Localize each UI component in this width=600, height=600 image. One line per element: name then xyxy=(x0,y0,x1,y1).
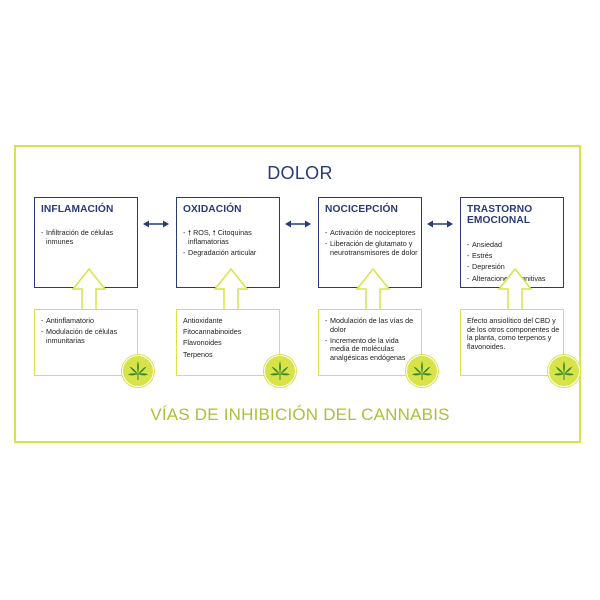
mechanism-effect-item: Depresión xyxy=(467,263,560,272)
mechanism-heading: TRASTORNO EMOCIONAL xyxy=(467,204,533,226)
mechanism-effect-item: Liberación de glutamato y neurotransmiso… xyxy=(325,239,418,257)
inhibition-item: Efecto ansiolítico del CBD y de los otro… xyxy=(467,316,560,351)
mechanism-heading: OXIDACIÓN xyxy=(183,204,242,215)
mechanism-effect-item: 🠕 ROS, 🠕 Citoquinas inflamatorias xyxy=(183,228,276,246)
mechanism-effect-item: Estrés xyxy=(467,252,560,261)
inhibition-item: Antioxidante xyxy=(183,316,223,325)
hollow-up-arrow-icon xyxy=(355,268,391,313)
inhibition-item: Incremento de la vida media de moléculas… xyxy=(325,336,418,363)
inhibition-item: Terpenos xyxy=(183,349,213,359)
hollow-up-arrow-icon xyxy=(71,268,107,313)
hollow-up-arrow-icon xyxy=(497,268,533,313)
hollow-up-arrow-icon xyxy=(213,268,249,313)
cannabis-leaf-icon xyxy=(264,355,296,387)
inhibition-item: Modulación de células inmunitarias xyxy=(41,327,134,345)
mechanism-heading: INFLAMACIÓN xyxy=(41,204,114,215)
inhibition-list: Efecto ansiolítico del CBD y de los otro… xyxy=(467,316,560,354)
mechanism-box-nocicepcion: NOCICEPCIÓN Activación de nociceptoresLi… xyxy=(318,197,422,288)
mechanism-effect-item: Ansiedad xyxy=(467,240,560,250)
diagram-frame xyxy=(14,145,581,443)
mechanism-effect-item: Infiltración de células inmunes xyxy=(41,228,134,246)
inhibition-box-inflamacion: AntinflamatorioModulación de células inm… xyxy=(34,309,138,376)
inhibition-list: AntinflamatorioModulación de células inm… xyxy=(41,316,134,348)
inhibition-item: Modulación de las vías de dolor xyxy=(325,316,418,334)
mechanism-effect-item: Degradación articular xyxy=(183,248,276,258)
diagram-title: DOLOR xyxy=(267,163,333,183)
mechanism-effects-list: Activación de nociceptoresLiberación de … xyxy=(325,228,418,260)
mechanism-effects-list: 🠕 ROS, 🠕 Citoquinas inflamatoriasDegrada… xyxy=(183,228,276,260)
inhibition-item: Antinflamatorio xyxy=(41,316,134,326)
inhibition-box-nocicepcion: Modulación de las vías de dolorIncrement… xyxy=(318,309,422,376)
cannabis-leaf-icon xyxy=(406,355,438,387)
mechanism-effects-list: Infiltración de células inmunes xyxy=(41,228,134,249)
inhibition-box-trastorno-emocional: Efecto ansiolítico del CBD y de los otro… xyxy=(460,309,564,376)
double-arrow-icon xyxy=(285,220,311,228)
mechanism-effect-item: Activación de nociceptores xyxy=(325,228,418,238)
double-arrow-icon xyxy=(427,220,453,228)
cannabis-leaf-icon xyxy=(122,355,154,387)
diagram-subtitle: VÍAS DE INHIBICIÓN DEL CANNABIS xyxy=(150,405,450,424)
double-arrow-icon xyxy=(143,220,169,228)
inhibition-item: Fitocannabinoides xyxy=(183,327,242,337)
cannabis-leaf-icon xyxy=(548,355,580,387)
inhibition-list: Modulación de las vías de dolorIncrement… xyxy=(325,316,418,365)
mechanism-heading: NOCICEPCIÓN xyxy=(325,204,398,215)
inhibition-item: Flavonoides xyxy=(183,338,222,348)
